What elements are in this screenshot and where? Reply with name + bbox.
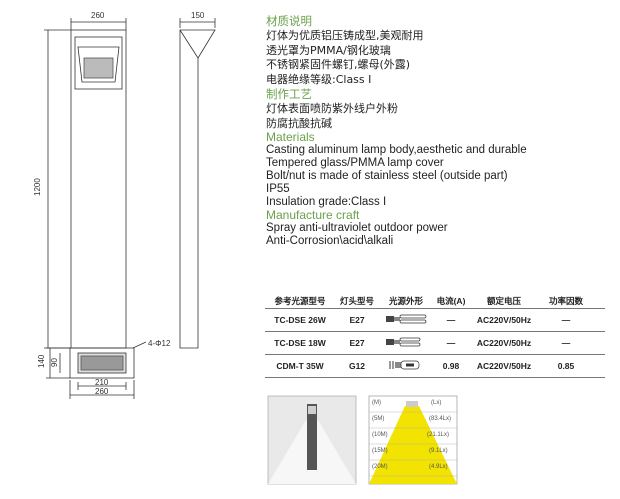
lux-labels: (M) (Lx) (5M) (83.4Lx) (10M) (21.1Lx) (1… (369, 396, 457, 484)
lux-dist-4: (20M) (372, 464, 388, 470)
lux-value-0: (Lx) (431, 400, 442, 406)
cell-voltage: AC220V/50Hz (476, 315, 532, 325)
cell-power-factor: 0.85 (557, 361, 575, 371)
header-model: 参考光源型号 (274, 296, 326, 306)
zh-material-line: 灯体为优质铝压铸成型,美观耐用 (266, 29, 424, 42)
lux-dist-0: (M) (372, 400, 381, 406)
cell-current: — (446, 338, 456, 348)
header-current: 电流(A) (436, 296, 466, 306)
lamp-shape-icon (379, 335, 433, 351)
zh-material-line: 不锈钢紧固件螺钉,螺母(外露) (266, 58, 411, 71)
cell-base: G12 (348, 361, 366, 371)
zh-craft-line: 防腐抗酸抗碱 (266, 116, 332, 130)
en-material-line: IP55 (266, 183, 290, 195)
en-material-line: Bolt/nut is made of stainless steel (out… (266, 170, 508, 182)
lamp-shape-icon (379, 312, 433, 328)
table-row: TC-DSE 26W E27 — AC220V/50Hz — (265, 309, 605, 332)
cell-power-factor: — (561, 338, 571, 348)
cell-voltage: AC220V/50Hz (476, 361, 532, 371)
plan-depth-dim: 140 (37, 354, 46, 368)
en-material-line: Tempered glass/PMMA lamp cover (266, 157, 444, 169)
en-material-line: Insulation grade:Class I (266, 196, 387, 208)
lux-value-4: (4.9Lx) (429, 464, 448, 470)
table-row: TC-DSE 18W E27 — AC220V/50Hz — (265, 332, 605, 355)
zh-materials-heading: 材质说明 (266, 14, 312, 28)
cell-current: 0.98 (442, 361, 460, 371)
front-width-dim: 260 (91, 11, 105, 20)
lux-value-3: (9.1Lx) (429, 448, 448, 454)
lux-diagram (368, 395, 458, 485)
zh-craft-heading: 制作工艺 (266, 87, 312, 101)
plan-inner-depth-dim: 90 (50, 358, 59, 367)
height-dim: 1200 (33, 178, 42, 196)
lamp-shape-icon (379, 358, 433, 374)
en-craft-heading: Manufacture craft (266, 208, 360, 222)
table-row: CDM-T 35W G12 0.98 AC220V/50Hz 0.85 (265, 355, 605, 378)
side-width-dim: 150 (191, 11, 205, 20)
cell-current: — (446, 315, 456, 325)
light-source-table: 参考光源型号 灯头型号 光源外形 电流(A) 额定电压 功率因数 TC-DSE … (265, 294, 605, 378)
lux-dist-3: (15M) (372, 448, 388, 454)
zh-material-line: 透光罩为PMMA/钢化玻璃 (266, 43, 391, 57)
cell-voltage: AC220V/50Hz (476, 338, 532, 348)
cell-model: CDM-T 35W (276, 361, 324, 371)
header-voltage: 额定电压 (486, 296, 521, 306)
plan-outer-width-dim: 260 (95, 387, 109, 396)
plan-view (46, 341, 147, 399)
header-base: 灯头型号 (339, 296, 374, 306)
front-view (44, 18, 127, 349)
cell-base: E27 (349, 315, 365, 325)
zh-craft-line: 灯体表面喷防紫外线户外粉 (266, 102, 398, 115)
cell-power-factor: — (561, 315, 571, 325)
specification-text: 材质说明 灯体为优质铝压铸成型,美观耐用 透光罩为PMMA/钢化玻璃 不锈钢紧固… (266, 14, 616, 248)
en-materials-heading: Materials (266, 130, 315, 144)
side-view (179, 18, 216, 349)
en-material-line: Casting aluminum lamp body,aesthetic and… (266, 144, 527, 156)
cell-base: E27 (349, 338, 365, 348)
lux-value-2: (21.1Lx) (427, 432, 450, 438)
product-photo (267, 395, 357, 485)
en-craft-line: Anti-Corrosion\acid\alkali (266, 235, 394, 247)
zh-material-line: 电器绝缘等级:Class I (266, 72, 372, 86)
lux-value-1: (83.4Lx) (429, 416, 452, 422)
lux-dist-1: (5M) (372, 416, 385, 422)
header-power-factor: 功率因数 (548, 296, 583, 306)
lux-dist-2: (10M) (372, 432, 388, 438)
plan-inner-width-dim: 210 (95, 378, 109, 387)
en-craft-line: Spray anti-ultraviolet outdoor power (266, 222, 448, 234)
cell-model: TC-DSE 18W (274, 338, 326, 348)
header-shape: 光源外形 (388, 296, 423, 306)
table-header: 参考光源型号 灯头型号 光源外形 电流(A) 额定电压 功率因数 (265, 294, 605, 309)
hole-label: 4-Φ12 (148, 339, 171, 348)
cell-model: TC-DSE 26W (274, 315, 326, 325)
